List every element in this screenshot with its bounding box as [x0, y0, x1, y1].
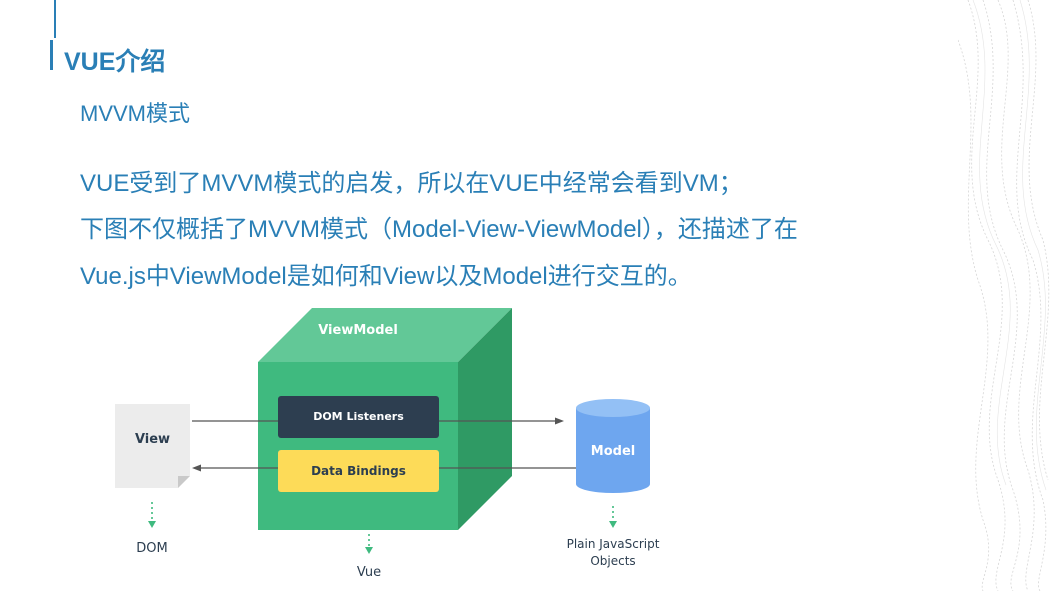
dom-label: DOM: [136, 541, 168, 556]
viewmodel-cube-front: [258, 362, 458, 530]
viewmodel-cube-side: [458, 308, 512, 530]
mvvm-diagram: ViewModel DOM Listeners Data Bindings Vi…: [100, 300, 700, 591]
dom-listeners-label: DOM Listeners: [313, 410, 404, 423]
viewmodel-label: ViewModel: [318, 323, 398, 338]
vue-connector-arrow: [365, 547, 373, 554]
slide-title: VUE介绍: [64, 48, 166, 76]
vue-label: Vue: [356, 565, 382, 580]
view-page-fold: [178, 476, 190, 488]
paragraph-line-3: Vue.js中ViewModel是如何和View以及Model进行交互的。: [80, 263, 692, 290]
decorative-wave-lines: [958, 0, 1050, 591]
objects-connector-arrow: [609, 521, 617, 528]
title-accent-line: [54, 0, 56, 38]
paragraph-line-1: VUE受到了MVVM模式的启发，所以在VUE中经常会看到VM；: [80, 170, 743, 197]
plain-js-label-line2: Objects: [590, 554, 636, 568]
dom-listeners-box: [278, 396, 439, 438]
dom-connector-arrow: [148, 521, 156, 528]
mvvm-diagram-graphics: [115, 308, 650, 554]
model-cylinder-top: [576, 399, 650, 417]
data-bindings-box: [278, 450, 439, 492]
paragraph-line-2: 下图不仅概括了MVVM模式（Model-View-ViewModel），还描述了…: [80, 216, 798, 243]
view-label: View: [134, 432, 171, 447]
plain-js-label-line1: Plain JavaScript: [566, 537, 660, 551]
title-accent-bar: [50, 40, 53, 70]
arrow-head-right: [555, 417, 564, 425]
model-cylinder-body: [576, 408, 650, 484]
arrow-head-left: [192, 464, 201, 472]
data-bindings-label: Data Bindings: [311, 464, 406, 478]
model-cylinder-bottom: [576, 475, 650, 493]
view-page-icon: [115, 404, 190, 488]
viewmodel-cube-top: [258, 308, 512, 362]
slide-subtitle: MVVM模式: [80, 101, 191, 126]
model-label: Model: [590, 444, 636, 459]
